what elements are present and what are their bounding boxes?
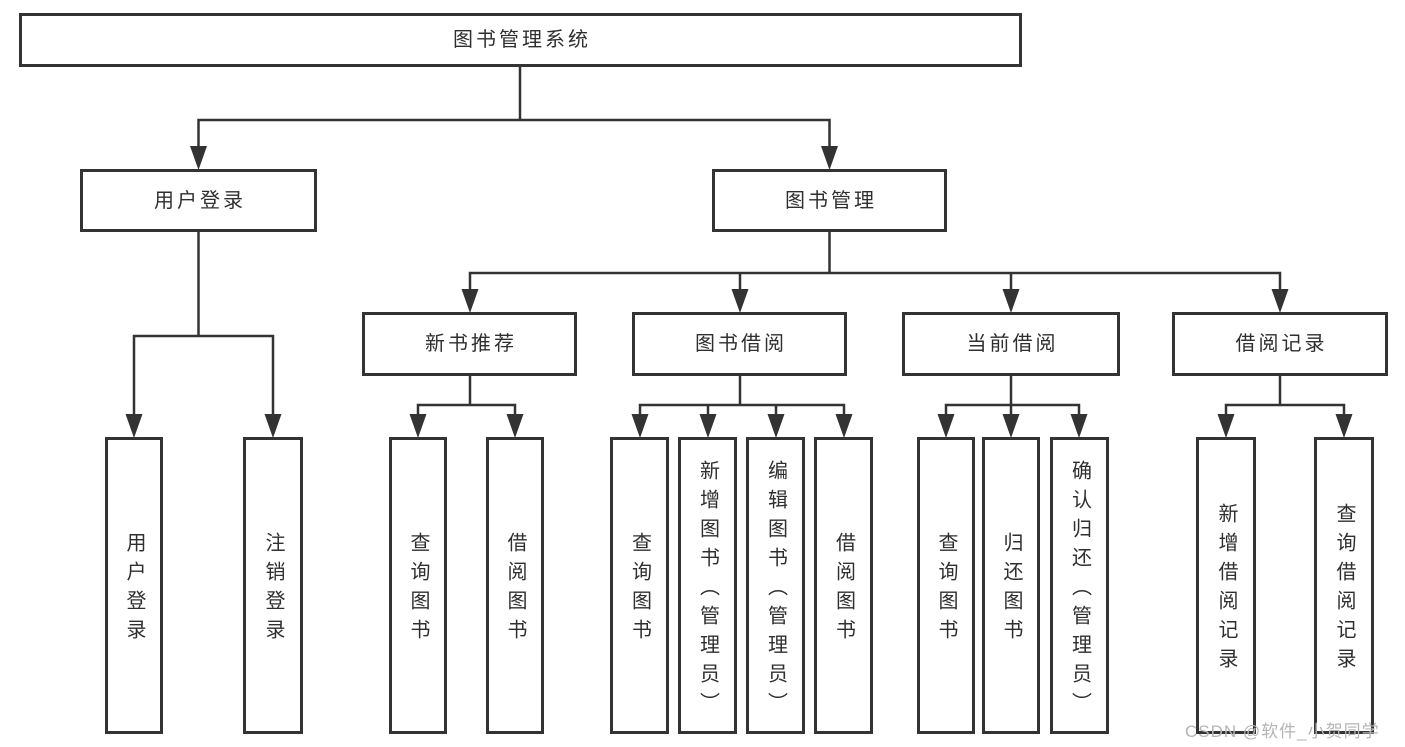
node-borrow-books-recommend: 借阅图书 bbox=[486, 437, 544, 734]
arrow-icon bbox=[1271, 289, 1289, 313]
connector-userlogin-bar bbox=[132, 334, 275, 416]
connector-current-bar bbox=[944, 403, 1081, 417]
arrow-icon bbox=[731, 289, 749, 313]
node-add-borrow-record: 新增借阅记录 bbox=[1196, 437, 1256, 734]
connector-newbook-bar bbox=[416, 403, 517, 417]
arrow-icon bbox=[264, 414, 282, 438]
node-book-borrowing-label: 图书借阅 bbox=[695, 333, 787, 355]
node-query-books-borrowing: 查询图书 bbox=[610, 437, 669, 734]
node-borrowing-records: 借阅记录 bbox=[1172, 312, 1388, 376]
node-confirm-return-admin: 确认归还（管理员） bbox=[1050, 437, 1109, 734]
arrow-icon bbox=[699, 414, 717, 438]
node-query-books-current: 查询图书 bbox=[917, 437, 975, 734]
arrow-icon bbox=[461, 289, 479, 313]
arrow-icon bbox=[1217, 414, 1235, 438]
node-current-borrowing-label: 当前借阅 bbox=[966, 333, 1059, 355]
node-borrow-books: 借阅图书 bbox=[814, 437, 873, 734]
arrow-icon bbox=[1002, 414, 1020, 438]
arrow-icon bbox=[1335, 414, 1353, 438]
node-user-login-label: 用户登录 bbox=[154, 189, 246, 212]
node-borrowing-records-label: 借阅记录 bbox=[1235, 333, 1328, 355]
node-query-borrow-record: 查询借阅记录 bbox=[1314, 437, 1374, 734]
node-book-management-label: 图书管理 bbox=[785, 189, 877, 212]
node-edit-books-admin: 编辑图书（管理员） bbox=[746, 437, 805, 734]
node-logout: 注销登录 bbox=[243, 437, 303, 734]
node-book-management: 图书管理 bbox=[712, 169, 947, 232]
arrow-icon bbox=[1070, 414, 1088, 438]
node-new-book-recommend-label: 新书推荐 bbox=[425, 333, 517, 355]
connector-borrowing-bar bbox=[638, 403, 846, 417]
arrow-icon bbox=[1002, 289, 1020, 313]
arrow-icon bbox=[821, 146, 838, 170]
node-root: 图书管理系统 bbox=[19, 13, 1022, 67]
connector-records-bar bbox=[1224, 403, 1346, 417]
arrow-icon bbox=[409, 414, 427, 438]
arrow-icon bbox=[125, 414, 143, 438]
arrow-icon bbox=[937, 414, 955, 438]
arrow-icon bbox=[767, 414, 785, 438]
connector-bookmgmt-bar bbox=[468, 271, 1282, 292]
node-user-login: 用户登录 bbox=[80, 169, 317, 232]
node-new-book-recommend: 新书推荐 bbox=[362, 312, 577, 376]
arrow-icon bbox=[631, 414, 649, 438]
node-query-books-recommend: 查询图书 bbox=[389, 437, 447, 734]
node-root-label: 图书管理系统 bbox=[453, 29, 591, 51]
arrowheads bbox=[125, 146, 1353, 438]
node-user-login-leaf: 用户登录 bbox=[105, 437, 163, 734]
node-current-borrowing: 当前借阅 bbox=[902, 312, 1120, 376]
watermark: CSDN @软件_小贺同学 bbox=[1185, 722, 1380, 741]
arrow-icon bbox=[190, 146, 207, 170]
node-return-books: 归还图书 bbox=[982, 437, 1040, 734]
node-add-books-admin: 新增图书（管理员） bbox=[678, 437, 737, 734]
node-book-borrowing: 图书借阅 bbox=[632, 312, 847, 376]
arrow-icon bbox=[506, 414, 524, 438]
connector-root-bar bbox=[197, 118, 831, 148]
arrow-icon bbox=[835, 414, 853, 438]
